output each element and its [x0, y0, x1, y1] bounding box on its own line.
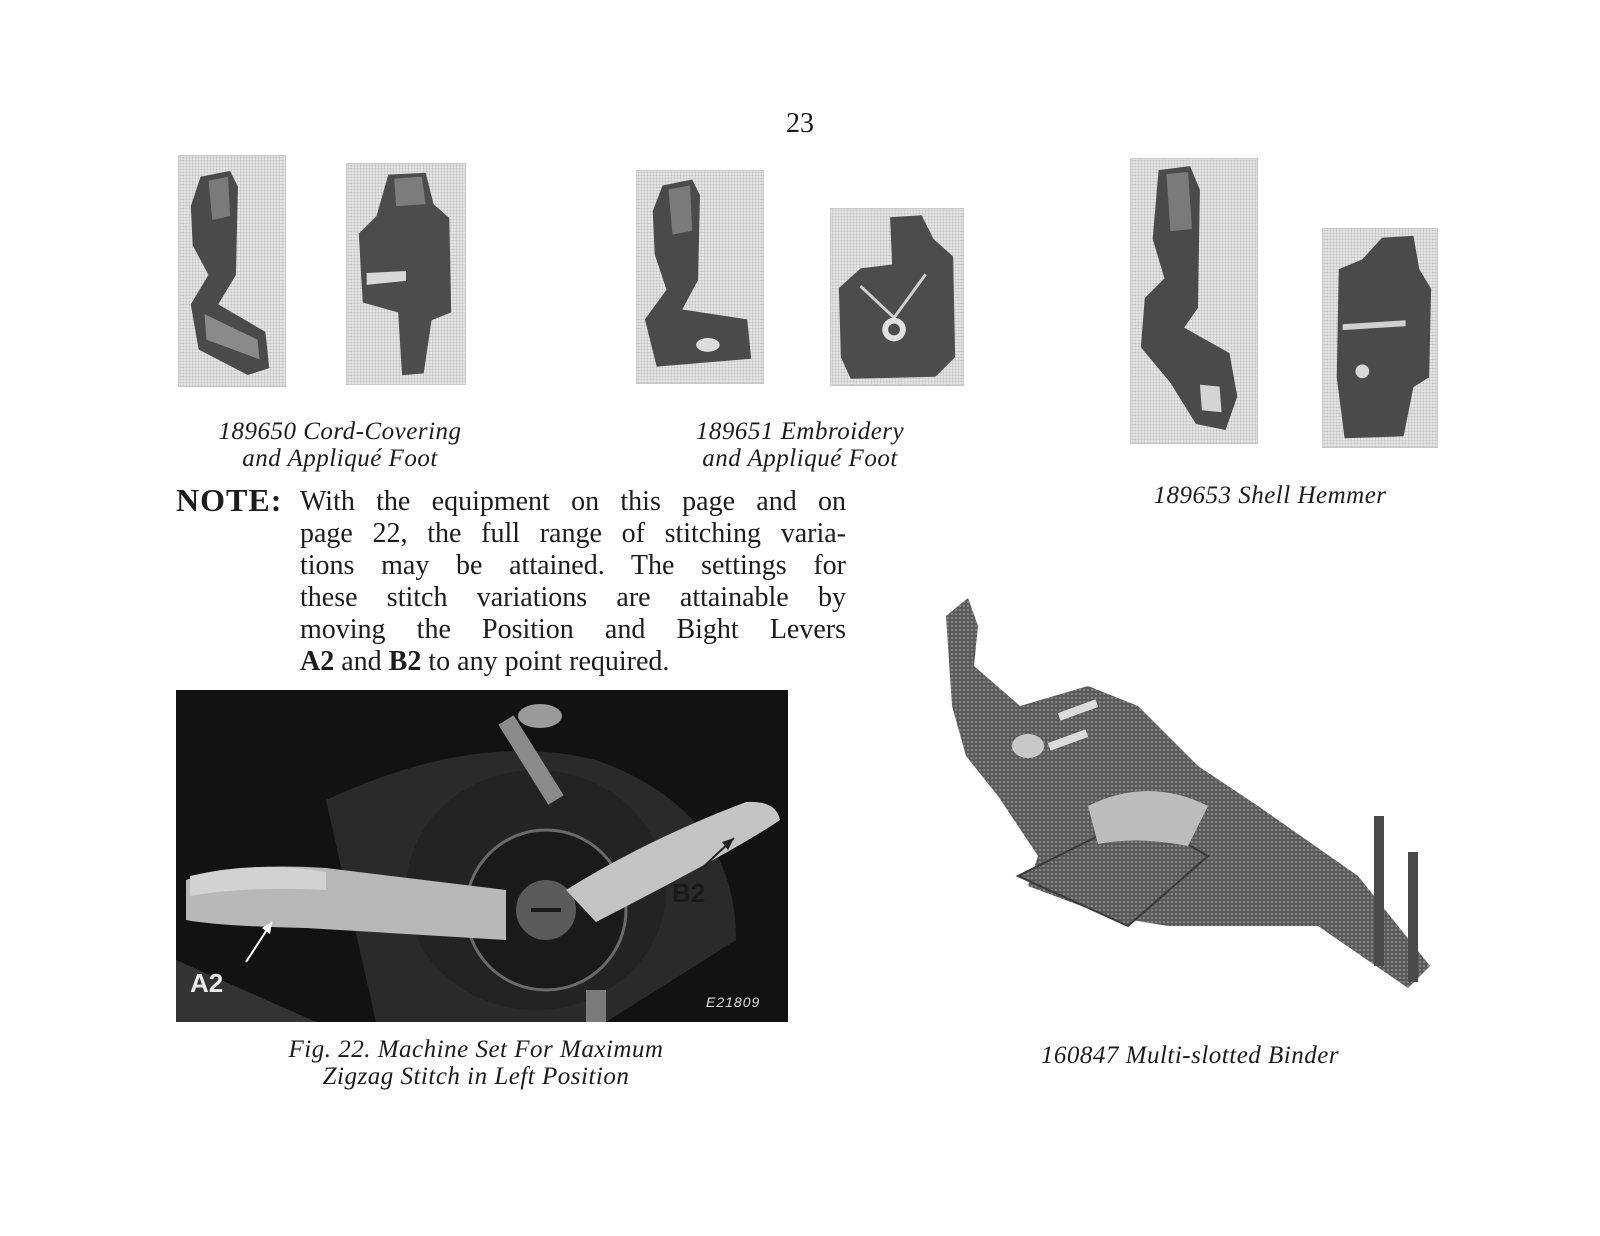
- item-caption: 189653 Shell Hemmer: [1100, 482, 1440, 509]
- presser-foot-icon: [644, 179, 752, 367]
- presser-foot-icon: [358, 172, 452, 376]
- presser-foot-icon: [1140, 166, 1238, 430]
- shell-hemmer-photo-side: [1130, 158, 1258, 444]
- embroidery-foot-photo-side: [636, 170, 764, 384]
- note-line: page 22, the full range of stitching var…: [300, 518, 846, 549]
- note-line: tions may be attained. The settings for: [300, 550, 846, 581]
- binder-icon: [946, 598, 1430, 988]
- note-text: to any point required.: [421, 646, 670, 677]
- cord-covering-foot-photo-front: [346, 163, 466, 385]
- caption-line: 160847 Multi-slotted Binder: [1040, 1042, 1340, 1069]
- machine-levers-illustration: [176, 690, 788, 1022]
- item-caption: 160847 Multi-slotted Binder: [1000, 1042, 1380, 1069]
- caption-line: and Appliqué Foot: [702, 445, 898, 472]
- presser-foot-icon: [838, 215, 956, 379]
- embroidery-foot-photo-front: [830, 208, 964, 386]
- caption-line: and Appliqué Foot: [242, 445, 438, 472]
- caption-line: 189653 Shell Hemmer: [1153, 482, 1387, 509]
- caption-line: 189650 Cord-Covering: [218, 418, 462, 445]
- note-label: NOTE:: [176, 482, 283, 518]
- lever-b2-label: B2: [672, 878, 706, 908]
- lever-a2-label: A2: [190, 968, 224, 998]
- note-line: With the equipment on this page and on: [300, 486, 846, 517]
- figure-caption: Fig. 22. Machine Set For Maximum Zigzag …: [176, 1036, 776, 1090]
- figure-22-photo: A2 B2 E21809: [176, 690, 788, 1022]
- note-body: With the equipment on this page and on p…: [300, 486, 846, 678]
- page-number: 23: [786, 108, 814, 139]
- caption-line: Fig. 22. Machine Set For Maximum: [288, 1036, 664, 1063]
- shell-hemmer-photo-front: [1322, 228, 1438, 448]
- item-caption: 189650 Cord-Covering and Appliqué Foot: [160, 418, 520, 472]
- note-line-last: A2 and B2 to any point required.: [300, 646, 846, 678]
- presser-foot-icon: [190, 170, 270, 376]
- note-line: moving the Position and Bight Levers: [300, 614, 846, 645]
- presser-foot-icon: [1336, 235, 1432, 439]
- multi-slotted-binder-photo: [938, 596, 1438, 1000]
- lever-b2-ref: B2: [388, 646, 422, 677]
- caption-line: Zigzag Stitch in Left Position: [322, 1063, 630, 1090]
- caption-line: 189651 Embroidery: [695, 418, 905, 445]
- note-line: these stitch variations are attainable b…: [300, 582, 846, 613]
- figure-code: E21809: [706, 994, 761, 1010]
- lever-a2-ref: A2: [300, 646, 335, 677]
- note-text: and: [334, 646, 389, 677]
- item-caption: 189651 Embroidery and Appliqué Foot: [620, 418, 980, 472]
- cord-covering-foot-photo-side: [178, 155, 286, 387]
